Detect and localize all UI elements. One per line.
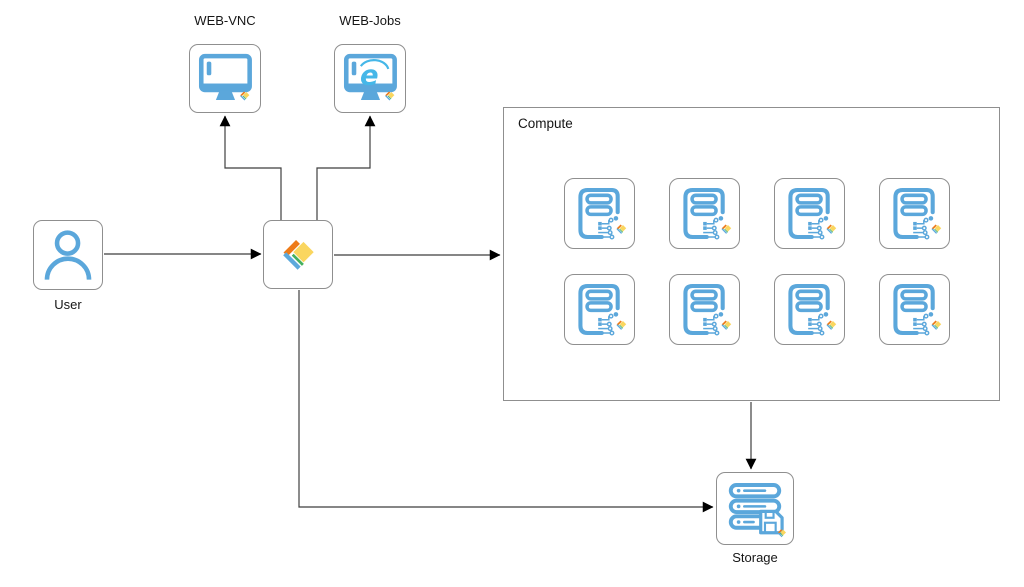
server-circuit-icon — [893, 283, 943, 336]
batch-node[interactable] — [263, 220, 333, 289]
webjobs-label: WEB-Jobs — [339, 13, 401, 28]
user-label: User — [54, 297, 82, 312]
azure-batch-badge-icon — [385, 91, 396, 101]
compute-vm-node[interactable] — [669, 274, 740, 345]
azure-batch-badge-icon — [931, 224, 943, 234]
storage-label: Storage — [732, 550, 778, 565]
floppy-disk-icon — [759, 509, 784, 535]
server-circuit-icon — [683, 187, 733, 240]
compute-vm-node[interactable] — [879, 274, 950, 345]
server-circuit-icon — [788, 283, 838, 336]
ie-e-glyph: e — [360, 60, 379, 91]
monitor-ie-icon: e — [343, 53, 397, 101]
server-circuit-icon — [683, 283, 733, 336]
webvnc-label: WEB-VNC — [194, 13, 256, 28]
person-icon — [44, 230, 92, 280]
azure-batch-badge-icon — [721, 224, 733, 234]
server-circuit-icon — [578, 187, 628, 240]
compute-vm-node[interactable] — [669, 178, 740, 249]
storage-rack-floppy-icon — [728, 483, 787, 538]
storage-node[interactable] — [716, 472, 794, 545]
compute-vm-node[interactable] — [774, 274, 845, 345]
arrow-batch-to-webjobs — [316, 115, 376, 220]
azure-batch-badge-icon — [240, 91, 251, 101]
azure-batch-badge-icon — [616, 320, 628, 330]
compute-vm-node[interactable] — [564, 274, 635, 345]
monitor-icon — [198, 53, 252, 101]
compute-group-label: Compute — [518, 116, 573, 131]
server-circuit-icon — [788, 187, 838, 240]
azure-batch-badge-icon — [721, 320, 733, 330]
azure-batch-badge-icon — [826, 224, 838, 234]
compute-vm-node[interactable] — [564, 178, 635, 249]
azure-batch-badge-icon — [616, 224, 628, 234]
azure-batch-badge-icon — [826, 320, 838, 330]
azure-batch-logo-icon — [266, 223, 330, 286]
compute-vm-node[interactable] — [774, 178, 845, 249]
compute-vm-node[interactable] — [879, 178, 950, 249]
server-circuit-icon — [578, 283, 628, 336]
azure-batch-badge-icon — [931, 320, 943, 330]
server-circuit-icon — [893, 187, 943, 240]
compute-group[interactable]: Compute — [503, 107, 1000, 401]
user-node[interactable] — [33, 220, 103, 290]
arrow-batch-to-webvnc — [219, 115, 282, 220]
webvnc-node[interactable] — [189, 44, 261, 113]
compute-grid — [564, 178, 950, 345]
webjobs-node[interactable]: e — [334, 44, 406, 113]
